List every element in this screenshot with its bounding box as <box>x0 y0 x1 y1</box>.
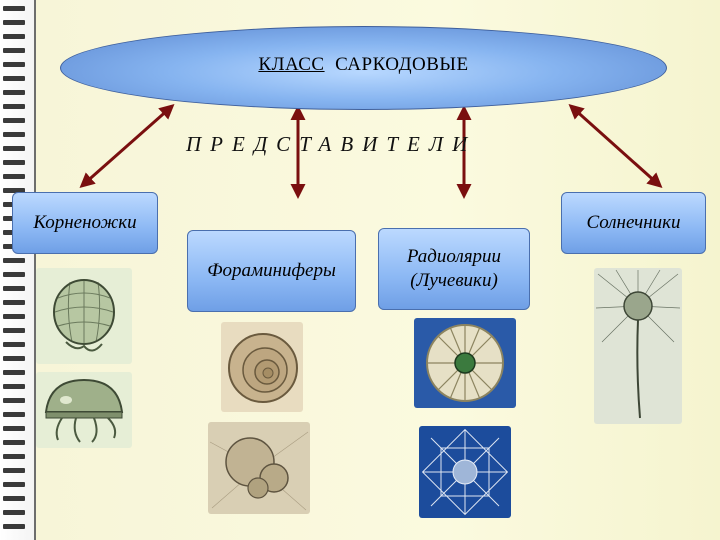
heliozoan-image <box>594 268 682 424</box>
representatives-heading: ПРЕДСТАВИТЕЛИ <box>186 132 566 157</box>
spiral-ring <box>3 300 25 305</box>
class-title-word2: САРКОДОВЫЕ <box>335 54 469 75</box>
radiolarian-disc-image <box>414 318 516 408</box>
class-title-word1: КЛАСС <box>258 54 324 75</box>
globigerina-image <box>208 422 310 514</box>
spiral-ring <box>3 76 25 81</box>
spiral-ring <box>3 160 25 165</box>
class-title-ellipse: КЛАСС САРКОДОВЫЕ <box>60 26 667 110</box>
spiral-ring <box>3 132 25 137</box>
spiral-ring <box>3 370 25 375</box>
spiral-ring <box>3 34 25 39</box>
spiral-ring <box>3 104 25 109</box>
spiral-ring <box>3 412 25 417</box>
category-label-foraminifery: Фораминиферы <box>207 259 336 283</box>
spiral-ring <box>3 510 25 515</box>
spiral-ring <box>3 454 25 459</box>
amoeba-shell-image <box>36 268 132 364</box>
category-label-radiolyarii: Радиолярии <box>407 245 501 269</box>
spiral-ring <box>3 146 25 151</box>
class-title: КЛАСС САРКОДОВЫЕ <box>258 54 468 76</box>
category-box-solnechniki: Солнечники <box>561 192 706 254</box>
spiral-ring <box>3 118 25 123</box>
spiral-ring <box>3 496 25 501</box>
spiral-ring <box>3 286 25 291</box>
spiral-ring <box>3 440 25 445</box>
spiral-ring <box>3 48 25 53</box>
category-box-radiolyarii: Радиолярии (Лучевики) <box>378 228 530 310</box>
spiral-ring <box>3 426 25 431</box>
spiral-ring <box>3 356 25 361</box>
category-box-kornenozhki: Корненожки <box>12 192 158 254</box>
spiral-ring <box>3 258 25 263</box>
arcella-image <box>36 372 132 448</box>
spiral-ring <box>3 272 25 277</box>
category-label-luchevki: (Лучевики) <box>407 269 501 293</box>
spiral-ring <box>3 90 25 95</box>
spiral-ring <box>3 62 25 67</box>
category-label-solnechniki: Солнечники <box>586 211 680 235</box>
radiolarian-lattice-image <box>419 426 511 518</box>
spiral-ring <box>3 174 25 179</box>
spiral-ring <box>3 328 25 333</box>
spiral-ring <box>3 468 25 473</box>
spiral-ring <box>3 524 25 529</box>
spiral-ring <box>3 398 25 403</box>
spiral-ring <box>3 6 25 11</box>
category-label-kornenozhki: Корненожки <box>33 211 136 235</box>
spiral-ring <box>3 314 25 319</box>
spiral-binding <box>0 0 34 540</box>
spiral-ring <box>3 20 25 25</box>
spiral-ring <box>3 342 25 347</box>
category-box-foraminifery: Фораминиферы <box>187 230 356 312</box>
foraminifera-spiral-shell-image <box>221 322 303 412</box>
spiral-ring <box>3 384 25 389</box>
spiral-ring <box>3 482 25 487</box>
